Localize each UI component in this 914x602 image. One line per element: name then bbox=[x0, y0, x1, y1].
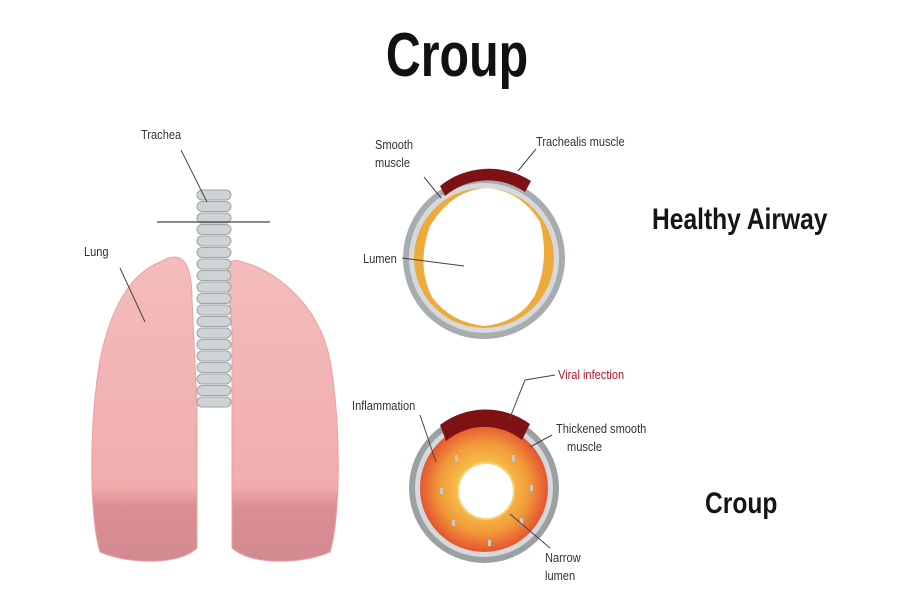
trachea-ring bbox=[196, 258, 232, 270]
label-inflammation: Inflammation bbox=[352, 398, 416, 413]
trachea-ring bbox=[196, 373, 232, 385]
trachea-ring bbox=[196, 201, 232, 212]
label-lung: Lung bbox=[84, 244, 109, 259]
left-lung bbox=[91, 256, 198, 562]
lungs-illustration bbox=[91, 256, 339, 562]
croup-airway-cross-section bbox=[409, 409, 559, 563]
trachea-ring bbox=[196, 339, 232, 350]
heading-croup: Croup bbox=[705, 487, 778, 520]
trachea-ring bbox=[196, 396, 232, 408]
label-lumen: Lumen bbox=[363, 251, 397, 266]
label-smooth-muscle-line2: muscle bbox=[375, 155, 411, 170]
label-trachealis-muscle: Trachealis muscle bbox=[536, 134, 625, 149]
trachea-ring bbox=[196, 235, 232, 247]
trachea-ring bbox=[196, 327, 232, 339]
trachea-ring bbox=[196, 350, 232, 362]
trachea-ring bbox=[196, 270, 232, 281]
trachea-ring bbox=[196, 224, 232, 235]
trachea-ring bbox=[196, 293, 232, 304]
label-thickened-line1: Thickened smooth bbox=[556, 421, 647, 436]
trachea-ring bbox=[196, 316, 232, 327]
healthy-airway-cross-section bbox=[403, 168, 565, 339]
label-thickened-line2: muscle bbox=[567, 439, 603, 454]
trachea-ring bbox=[196, 189, 232, 201]
label-smooth-muscle-line1: Smooth bbox=[375, 137, 414, 152]
trachea-ring bbox=[196, 281, 232, 293]
label-narrow-line1: Narrow bbox=[545, 550, 581, 565]
leader-lines bbox=[119, 148, 556, 549]
trachea-ring bbox=[196, 304, 232, 316]
page-title: Croup bbox=[385, 21, 529, 90]
trachealis-muscle bbox=[440, 168, 531, 196]
trachea-ring bbox=[196, 247, 232, 258]
label-trachea: Trachea bbox=[141, 127, 182, 142]
trachea-illustration bbox=[196, 189, 232, 408]
trachealis-muscle-thickened bbox=[440, 409, 530, 441]
trachea-ring bbox=[196, 385, 232, 396]
heading-healthy-airway: Healthy Airway bbox=[652, 203, 828, 236]
label-viral-infection: Viral infection bbox=[558, 367, 625, 382]
trachea-ring bbox=[196, 362, 232, 373]
label-narrow-line2: lumen bbox=[545, 568, 576, 583]
trachea-ring bbox=[196, 212, 232, 224]
right-lung bbox=[226, 259, 339, 562]
